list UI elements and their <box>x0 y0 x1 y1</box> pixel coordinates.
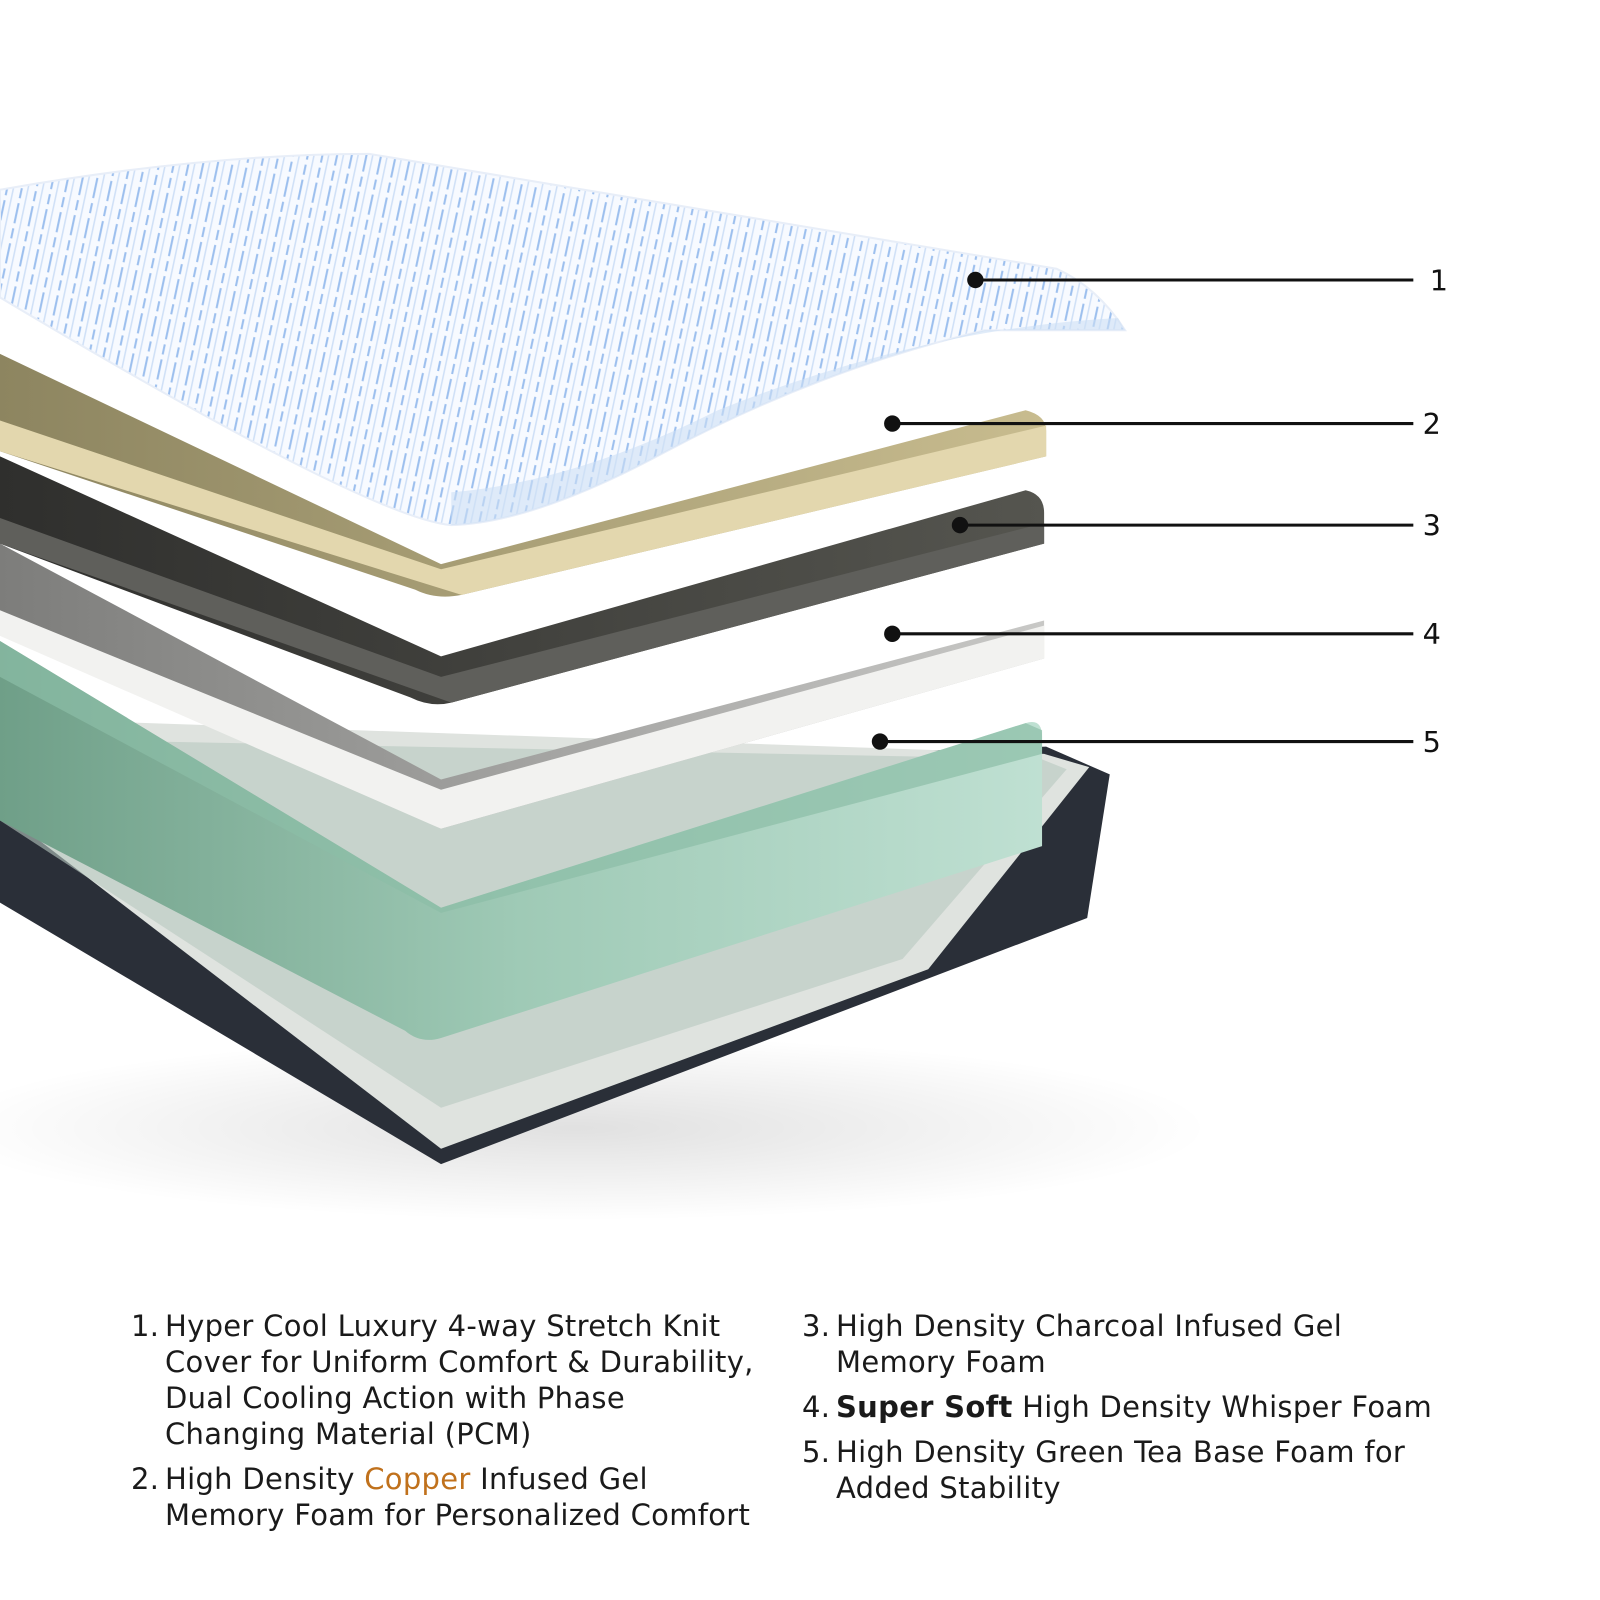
item-text: High Density Whisper Foam <box>1012 1390 1433 1424</box>
floor-shadow <box>0 1035 1211 1221</box>
copper-highlight: Copper <box>364 1462 471 1496</box>
layer-1-knit-cover <box>0 152 1128 527</box>
bold-highlight: Super Soft <box>836 1390 1013 1424</box>
callout-5: 5 <box>871 725 1441 759</box>
item-number: 1. <box>131 1309 160 1343</box>
callout-4: 4 <box>884 617 1441 651</box>
legend-item-5: 5. High Density Green Tea Base Foam for … <box>802 1434 1442 1506</box>
item-text: Infused Gel Memory Foam for Personalized… <box>165 1462 751 1532</box>
item-text: Hyper Cool Luxury 4-way Stretch Knit Cov… <box>165 1309 754 1451</box>
layer-5-green-tea-foam <box>0 641 1043 1040</box>
callout-number: 2 <box>1423 407 1441 441</box>
callout-dot <box>884 625 901 643</box>
layer-4-whisper-foam <box>0 543 1045 829</box>
callout-3: 3 <box>951 508 1441 542</box>
legend-right-column: 3. High Density Charcoal Infused Gel Mem… <box>802 1308 1442 1515</box>
legend-item-4: 4. Super Soft High Density Whisper Foam <box>802 1389 1442 1425</box>
item-number: 4. <box>802 1390 831 1424</box>
item-text: High Density <box>165 1462 365 1496</box>
legend-item-1: 1. Hyper Cool Luxury 4-way Stretch Knit … <box>131 1308 771 1452</box>
callout-dot <box>951 516 969 534</box>
callout-dot <box>967 271 984 289</box>
item-text: High Density Charcoal Infused Gel Memory… <box>836 1309 1343 1379</box>
callout-number: 3 <box>1423 508 1441 542</box>
layer-2-copper-gel-foam <box>0 353 1047 597</box>
layer-3-charcoal-foam <box>0 456 1045 705</box>
callout-number: 4 <box>1423 617 1441 651</box>
callout-dot <box>871 733 889 750</box>
legend-left-column: 1. Hyper Cool Luxury 4-way Stretch Knit … <box>131 1308 771 1542</box>
callout-1: 1 <box>967 263 1448 297</box>
item-number: 2. <box>131 1462 160 1496</box>
item-number: 3. <box>802 1309 831 1343</box>
callout-dot <box>884 415 901 432</box>
legend-item-2: 2. High Density Copper Infused Gel Memor… <box>131 1461 771 1533</box>
callout-2: 2 <box>884 407 1441 441</box>
item-text: High Density Green Tea Base Foam for Add… <box>836 1435 1406 1505</box>
callout-number: 1 <box>1430 263 1448 297</box>
item-number: 5. <box>802 1435 831 1469</box>
callout-number: 5 <box>1423 725 1441 759</box>
legend-item-3: 3. High Density Charcoal Infused Gel Mem… <box>802 1308 1442 1380</box>
